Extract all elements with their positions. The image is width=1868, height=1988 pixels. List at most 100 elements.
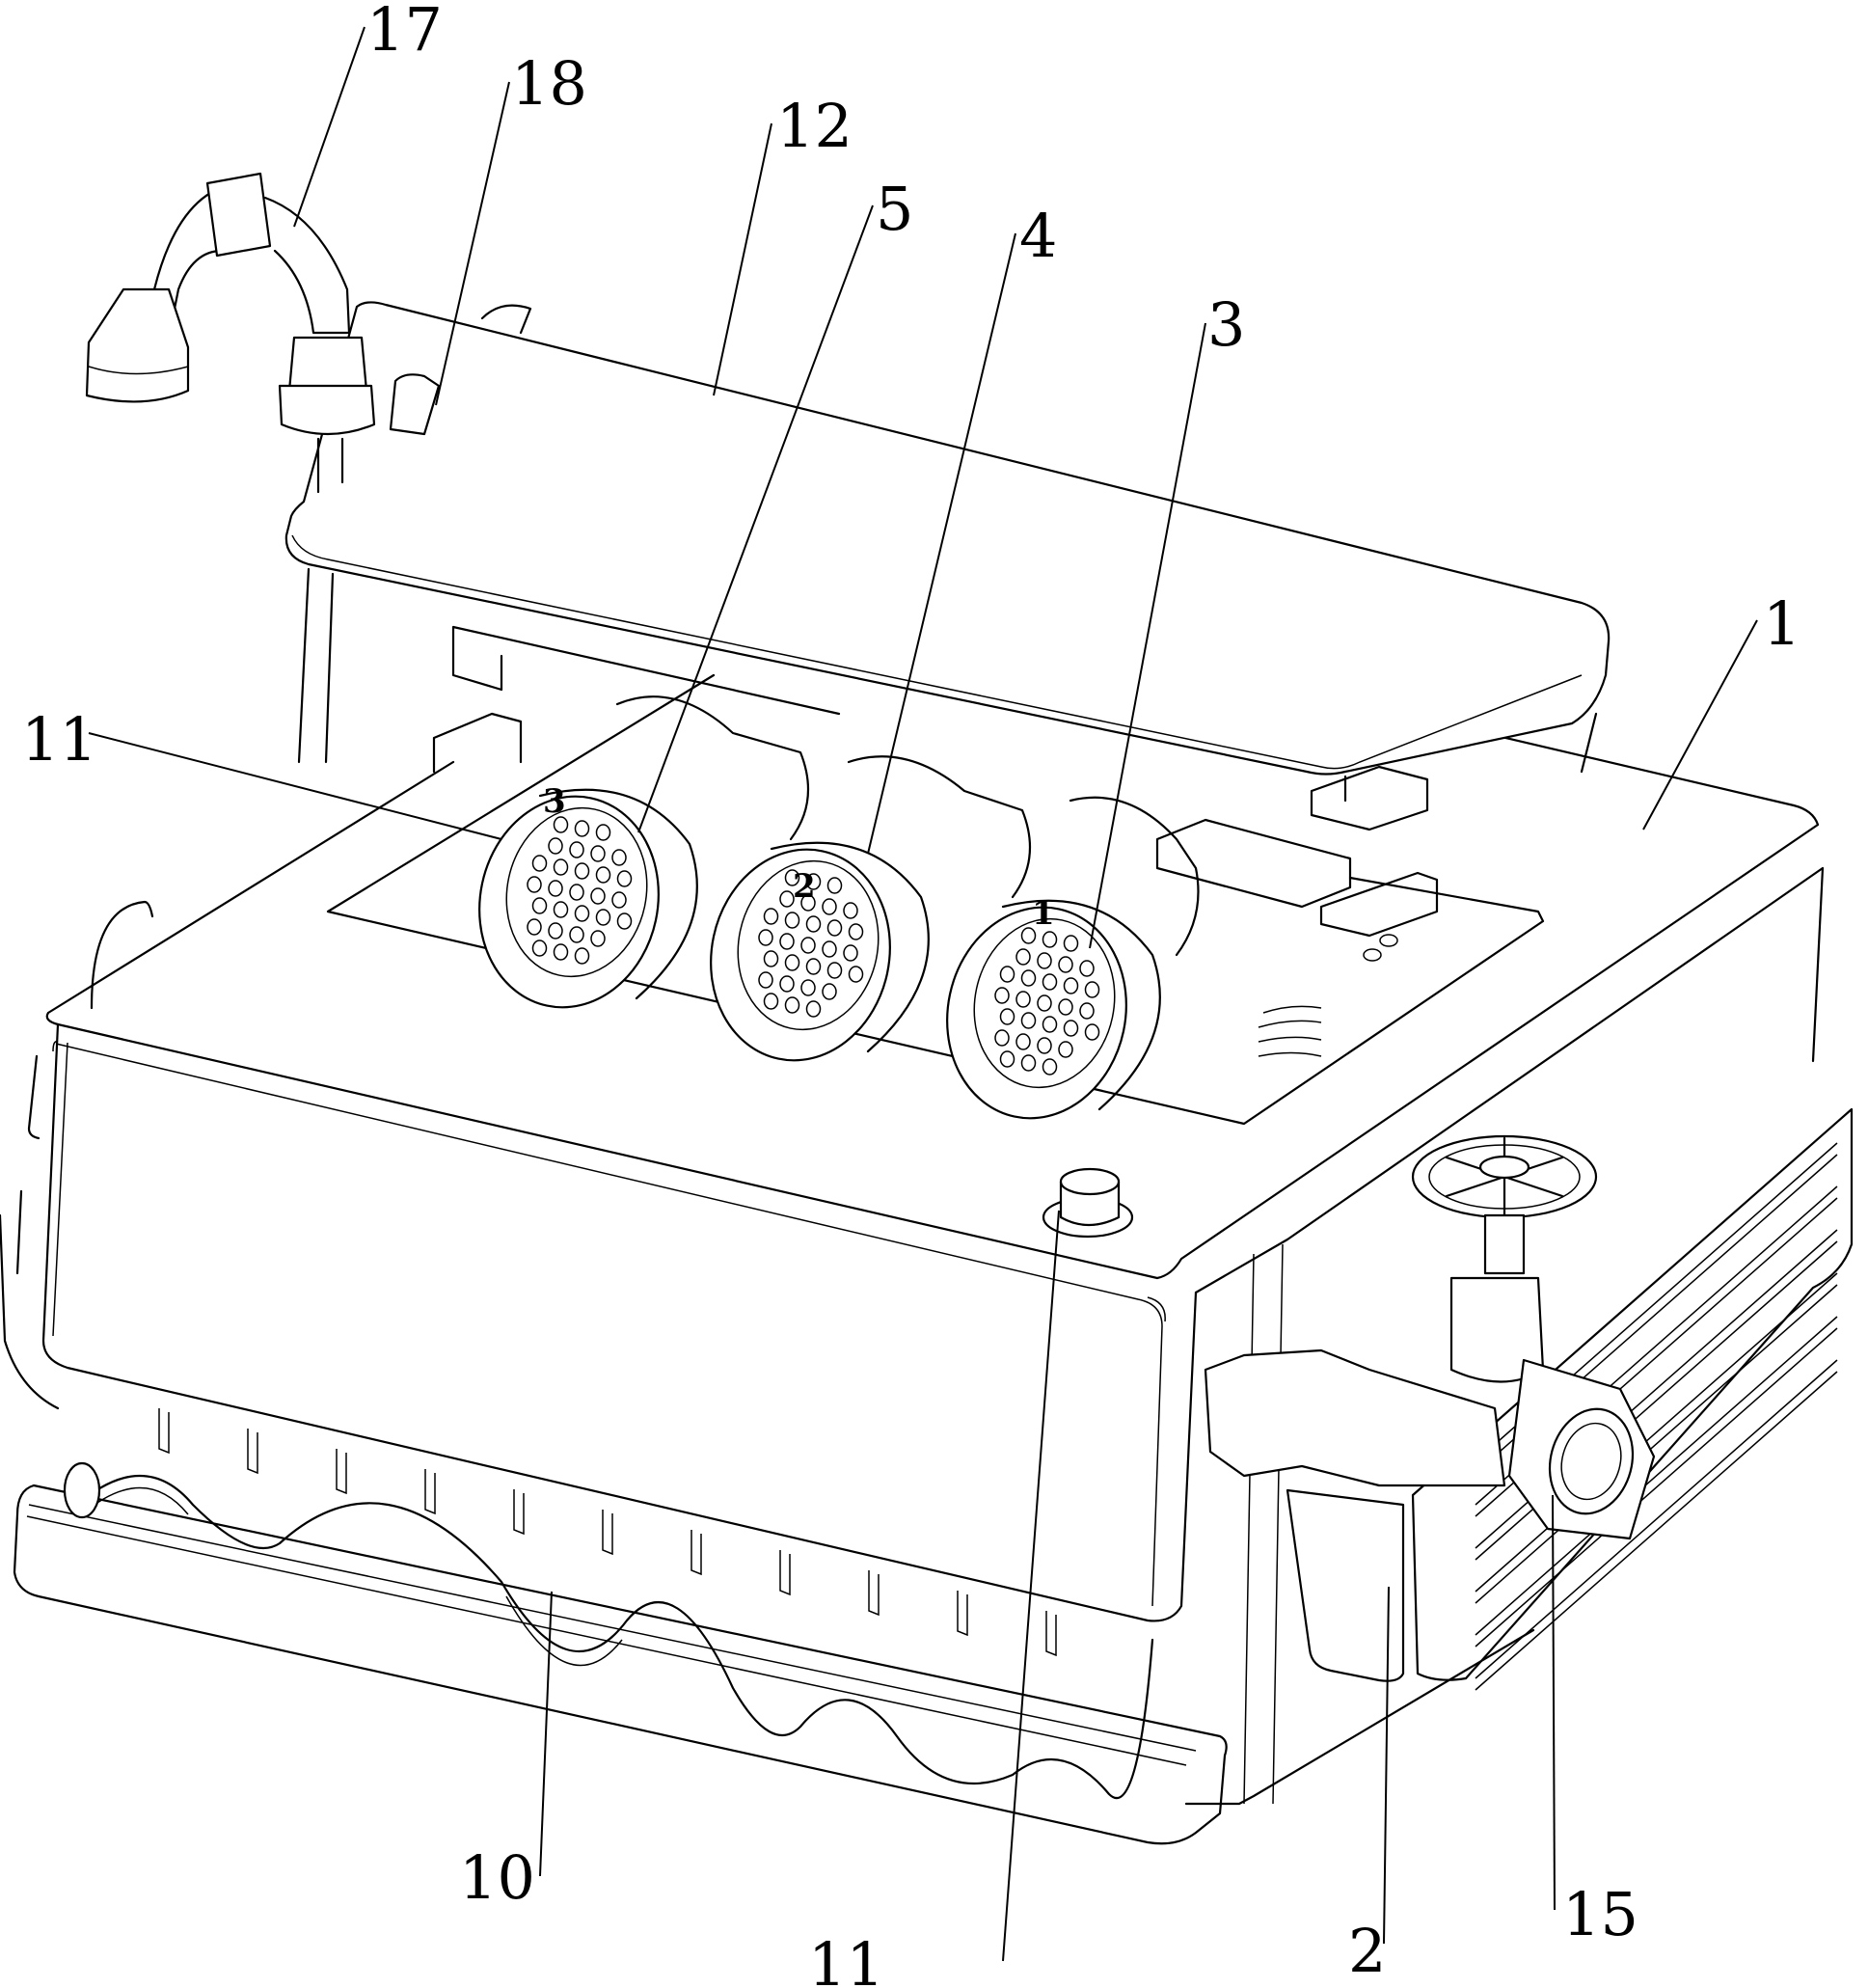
mesh-hole — [805, 958, 822, 975]
mesh-hole — [531, 940, 548, 957]
label-3: 3 — [1207, 289, 1245, 360]
mesh-hole — [590, 930, 606, 947]
mesh-hole — [784, 996, 800, 1014]
mesh-hole — [553, 858, 569, 876]
vent-slot — [602, 1510, 613, 1556]
mesh-hole — [595, 866, 611, 884]
mesh-hole — [611, 891, 627, 909]
mesh-hole — [553, 943, 569, 961]
radiator-fin — [1475, 1316, 1838, 1648]
mesh-hole — [843, 902, 858, 919]
vent-slot — [1045, 1611, 1057, 1657]
vent-slot — [868, 1570, 880, 1617]
reference-labels: 17 18 12 5 4 3 1 11 10 11 2 15 — [21, 0, 1800, 1988]
mesh-hole — [826, 962, 843, 979]
mesh-hole — [822, 898, 837, 915]
mesh-hole — [548, 837, 563, 855]
mesh-hole — [531, 855, 548, 872]
filter-cartridge-3: 3 — [478, 695, 810, 1009]
radiator-fin — [1475, 1359, 1838, 1691]
mesh-hole — [1063, 935, 1079, 952]
mesh-hole — [595, 824, 611, 841]
push-button — [1042, 1167, 1134, 1239]
mesh-hole — [1020, 927, 1037, 944]
mesh-hole — [1020, 969, 1037, 987]
vent-slot — [336, 1449, 347, 1495]
mesh-hole — [1084, 1023, 1100, 1041]
radiator-fin — [1475, 1272, 1838, 1604]
mesh-hole — [1058, 1041, 1073, 1058]
mesh-hole — [848, 923, 864, 940]
mesh-hole — [805, 915, 822, 933]
mesh-hole — [1079, 1002, 1095, 1020]
label-4: 4 — [1019, 201, 1057, 271]
mesh-hole — [763, 950, 779, 967]
mesh-hole — [1015, 948, 1031, 966]
mesh-hole — [611, 849, 627, 866]
label-17: 17 — [366, 0, 443, 65]
mesh-hole — [1042, 1058, 1058, 1076]
mesh-hole — [1063, 1020, 1079, 1037]
vent-slots — [158, 1408, 1057, 1657]
filter-mesh-holes — [527, 816, 1100, 1076]
mesh-hole — [758, 971, 773, 989]
label-10: 10 — [459, 1842, 535, 1913]
mesh-hole — [822, 940, 837, 958]
cartridge-1-mark: 1 — [1032, 894, 1055, 933]
mesh-hole — [1079, 960, 1095, 977]
vent-slot — [247, 1429, 258, 1475]
vent-slot — [779, 1550, 791, 1596]
mesh-hole — [574, 820, 590, 837]
mesh-hole — [595, 909, 611, 926]
leader-lines — [88, 26, 1758, 1962]
cartridge-2-mark: 2 — [793, 867, 816, 906]
mesh-hole — [590, 845, 606, 862]
mesh-hole — [843, 944, 858, 962]
mesh-hole — [574, 862, 590, 880]
mesh-hole — [779, 975, 795, 993]
mesh-hole — [758, 929, 773, 946]
vent-slot — [513, 1489, 525, 1536]
mesh-hole — [569, 841, 584, 858]
cable-tray — [13, 1461, 1228, 1845]
mesh-hole — [805, 1000, 822, 1018]
mesh-hole — [590, 887, 606, 905]
mesh-hole — [531, 897, 548, 914]
mesh-hole — [548, 880, 563, 897]
mesh-hole — [1020, 1012, 1037, 1029]
mesh-hole — [1063, 977, 1079, 994]
top-slot-opening — [326, 673, 1545, 1126]
label-15: 15 — [1562, 1879, 1638, 1949]
mesh-hole — [1037, 952, 1052, 969]
mesh-hole — [1020, 1054, 1037, 1072]
vent-slot — [424, 1469, 436, 1515]
mesh-hole — [800, 979, 816, 996]
mesh-hole — [994, 1029, 1010, 1047]
mesh-hole — [822, 983, 837, 1000]
vent-slot — [690, 1530, 702, 1576]
mesh-hole — [553, 816, 569, 833]
mesh-hole — [548, 922, 563, 940]
filter-cartridge-1: 1 — [946, 796, 1200, 1120]
label-11-left: 11 — [21, 704, 97, 775]
mesh-hole — [616, 912, 633, 930]
mesh-hole — [569, 884, 584, 901]
mesh-hole — [994, 987, 1010, 1004]
mesh-hole — [999, 966, 1015, 983]
mesh-hole — [574, 947, 590, 965]
mesh-hole — [1037, 994, 1052, 1012]
mesh-hole — [848, 966, 864, 983]
mesh-hole — [1015, 991, 1031, 1008]
mesh-hole — [805, 873, 822, 890]
mesh-hole — [999, 1008, 1015, 1025]
mesh-hole — [784, 954, 800, 971]
mesh-hole — [527, 918, 542, 936]
mesh-hole — [999, 1050, 1015, 1068]
vent-slot — [158, 1408, 170, 1455]
mesh-hole — [826, 877, 843, 894]
cartridge-3-mark: 3 — [543, 782, 566, 821]
mesh-hole — [763, 908, 779, 925]
mesh-hole — [800, 937, 816, 954]
mesh-hole — [1042, 1016, 1058, 1033]
label-18: 18 — [511, 48, 587, 119]
